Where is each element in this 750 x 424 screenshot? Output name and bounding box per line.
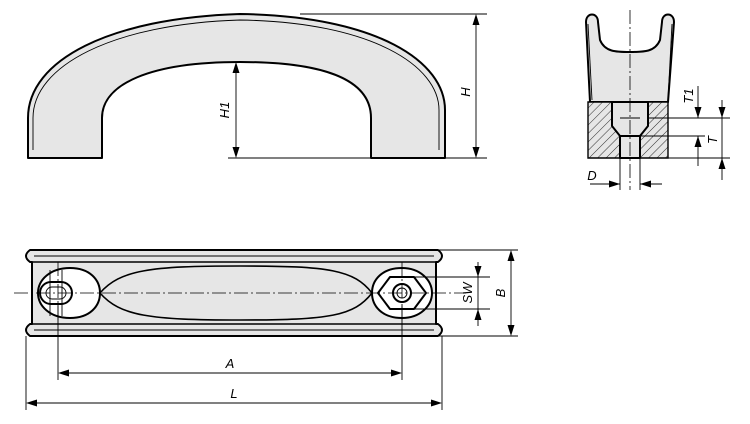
label-t: T	[705, 135, 720, 144]
label-h1: H1	[217, 102, 232, 119]
dimension-d: D	[587, 158, 662, 190]
dimension-sw: SW	[414, 262, 490, 326]
dimension-h1: H1	[217, 62, 371, 159]
label-b: B	[493, 288, 508, 297]
label-t1: T1	[681, 88, 696, 103]
label-d: D	[587, 168, 596, 183]
dimension-h: H	[300, 13, 487, 159]
dimension-t: T	[668, 100, 730, 180]
label-a: A	[225, 356, 235, 371]
front-view	[27, 13, 446, 159]
label-l: L	[230, 386, 237, 401]
label-sw: SW	[460, 281, 475, 304]
dimension-l: L	[25, 336, 443, 410]
handle-arch	[27, 13, 446, 159]
label-h: H	[458, 87, 473, 97]
arch-inner-edge	[32, 19, 440, 150]
dimension-b: B	[438, 249, 518, 337]
top-view	[14, 249, 466, 337]
end-view	[585, 10, 675, 190]
dimension-a: A	[57, 304, 403, 380]
